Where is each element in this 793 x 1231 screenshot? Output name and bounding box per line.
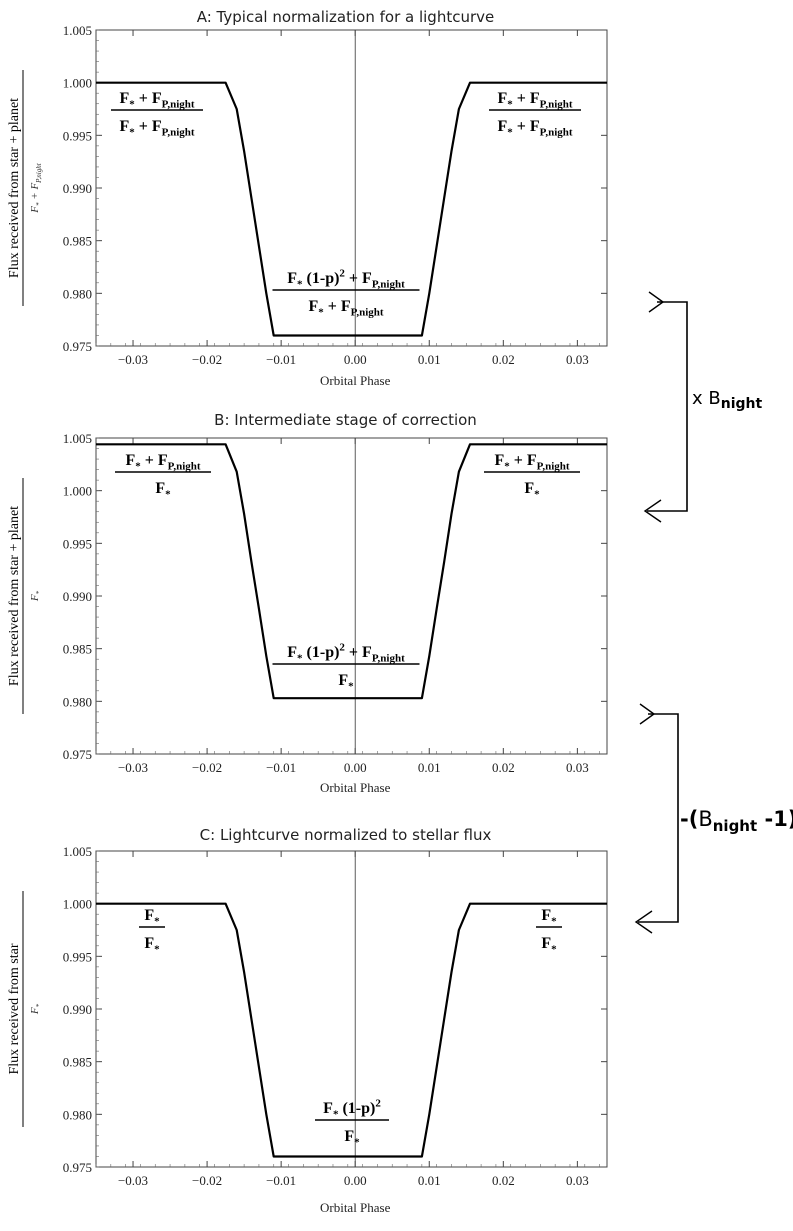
x-axis-label: Orbital Phase (320, 373, 391, 388)
y-axis-label-denominator: F* (29, 590, 43, 602)
y-tick-label: 0.985 (63, 1055, 92, 1070)
annotation-center-numerator: F* (1-p)2 + FP,night (287, 641, 405, 664)
y-tick-label: 0.980 (63, 694, 92, 709)
arrow-bracket-1 (643, 291, 688, 523)
y-tick-label: 0.990 (63, 181, 92, 196)
y-tick-label: 0.990 (63, 1002, 92, 1017)
annotation-left-numerator: F* (144, 907, 160, 927)
x-tick-label: −0.01 (266, 352, 296, 367)
arrow-bracket-2-line (638, 713, 679, 923)
y-axis-label-numerator: Flux received from star + planet (7, 506, 22, 686)
x-tick-label: 0.00 (344, 760, 367, 775)
x-tick-label: −0.01 (266, 1173, 296, 1188)
arrow-bracket-2-arrowhead-icon (634, 910, 653, 934)
x-tick-label: 0.00 (344, 352, 367, 367)
annotation-right-denominator: F* (524, 480, 540, 500)
chart-title: C: Lightcurve normalized to stellar flux (200, 826, 492, 844)
annotation-left-numerator: F* + FP,night (125, 452, 200, 472)
y-axis-label: Flux received from star + planet F* (7, 478, 43, 714)
x-tick-label: 0.02 (492, 1173, 515, 1188)
arrow-bracket-2 (634, 703, 679, 934)
annotation-right-denominator: F* (541, 935, 557, 955)
annotation-center-denominator: F* (344, 1128, 360, 1148)
chart-title: B: Intermediate stage of correction (214, 411, 477, 429)
x-tick-label: −0.02 (192, 760, 222, 775)
x-tick-label: 0.02 (492, 352, 515, 367)
chart-panel-a: A: Typical normalization for a lightcurv… (7, 8, 608, 388)
y-axis-label: Flux received from star F* (7, 891, 43, 1127)
y-axis-label: Flux received from star + planet F* + FP,… (7, 70, 43, 306)
y-tick-label: 0.980 (63, 1107, 92, 1122)
y-tick-label: 0.995 (63, 128, 92, 143)
y-axis-label-numerator: Flux received from star (7, 943, 22, 1074)
y-tick-label: 0.975 (63, 1160, 92, 1175)
lightcurve-line (96, 81, 607, 337)
x-tick-label: −0.03 (118, 1173, 148, 1188)
annotation-center-numerator: F* (1-p)2 + FP,night (287, 267, 405, 290)
y-tick-label: 1.000 (63, 76, 92, 91)
y-tick-label: 1.000 (63, 484, 92, 499)
x-tick-label: 0.03 (566, 352, 589, 367)
annotation-left-denominator: F* (155, 480, 171, 500)
annotation-right-denominator: F* + FP,night (497, 118, 572, 138)
x-tick-label: 0.00 (344, 1173, 367, 1188)
x-axis-label: Orbital Phase (320, 1200, 391, 1215)
annotation-right-numerator: F* + FP,night (497, 90, 572, 110)
x-tick-label: −0.02 (192, 352, 222, 367)
y-axis-label-numerator: Flux received from star + planet (7, 98, 22, 278)
arrow-bracket-1-arrowhead-icon (643, 499, 662, 523)
y-tick-label: 0.980 (63, 286, 92, 301)
x-tick-label: −0.02 (192, 1173, 222, 1188)
x-tick-label: 0.02 (492, 760, 515, 775)
x-tick-label: −0.01 (266, 760, 296, 775)
chart-panel-b: B: Intermediate stage of correction −0.03… (7, 411, 608, 795)
y-tick-label: 1.005 (63, 431, 92, 446)
arrow-label-2: -(Bnight -1) (680, 807, 793, 835)
y-tick-label: 0.995 (63, 949, 92, 964)
x-tick-label: 0.01 (418, 352, 441, 367)
y-tick-label: 0.990 (63, 589, 92, 604)
annotation-center-numerator: F* (1-p)2 (323, 1097, 381, 1120)
y-tick-label: 0.995 (63, 536, 92, 551)
y-tick-label: 1.000 (63, 897, 92, 912)
y-tick-label: 0.985 (63, 642, 92, 657)
y-tick-label: 0.975 (63, 339, 92, 354)
annotation-left-numerator: F* + FP,night (119, 90, 194, 110)
arrow-label-1: x Bnight (692, 388, 762, 412)
arrow-bracket-1-line (647, 301, 688, 512)
y-tick-label: 0.985 (63, 234, 92, 249)
x-tick-label: 0.01 (418, 1173, 441, 1188)
y-tick-label: 0.975 (63, 747, 92, 762)
x-tick-label: 0.01 (418, 760, 441, 775)
x-axis-label: Orbital Phase (320, 780, 391, 795)
x-tick-label: −0.03 (118, 760, 148, 775)
annotation-center-denominator: F* + FP,night (308, 298, 383, 318)
y-axis-label-denominator: F* (29, 1003, 43, 1015)
lightcurve-line (96, 443, 607, 700)
annotation-right-numerator: F* + FP,night (494, 452, 569, 472)
chart-title: A: Typical normalization for a lightcurv… (197, 8, 495, 26)
x-tick-label: 0.03 (566, 760, 589, 775)
y-tick-label: 1.005 (63, 844, 92, 859)
y-axis-label-denominator: F* + FP,night (29, 162, 43, 213)
lightcurve-line (96, 902, 607, 1158)
annotation-center-denominator: F* (338, 672, 354, 692)
arrow-bracket-1-tail-icon (648, 291, 665, 313)
arrow-bracket-2-tail-icon (639, 703, 656, 725)
annotation-left-denominator: F* + FP,night (119, 118, 194, 138)
x-tick-label: −0.03 (118, 352, 148, 367)
annotation-left-denominator: F* (144, 935, 160, 955)
chart-panel-c: C: Lightcurve normalized to stellar flux… (7, 826, 608, 1215)
annotation-right-numerator: F* (541, 907, 557, 927)
plot-frame (95, 29, 608, 347)
x-tick-label: 0.03 (566, 1173, 589, 1188)
y-tick-label: 1.005 (63, 23, 92, 38)
